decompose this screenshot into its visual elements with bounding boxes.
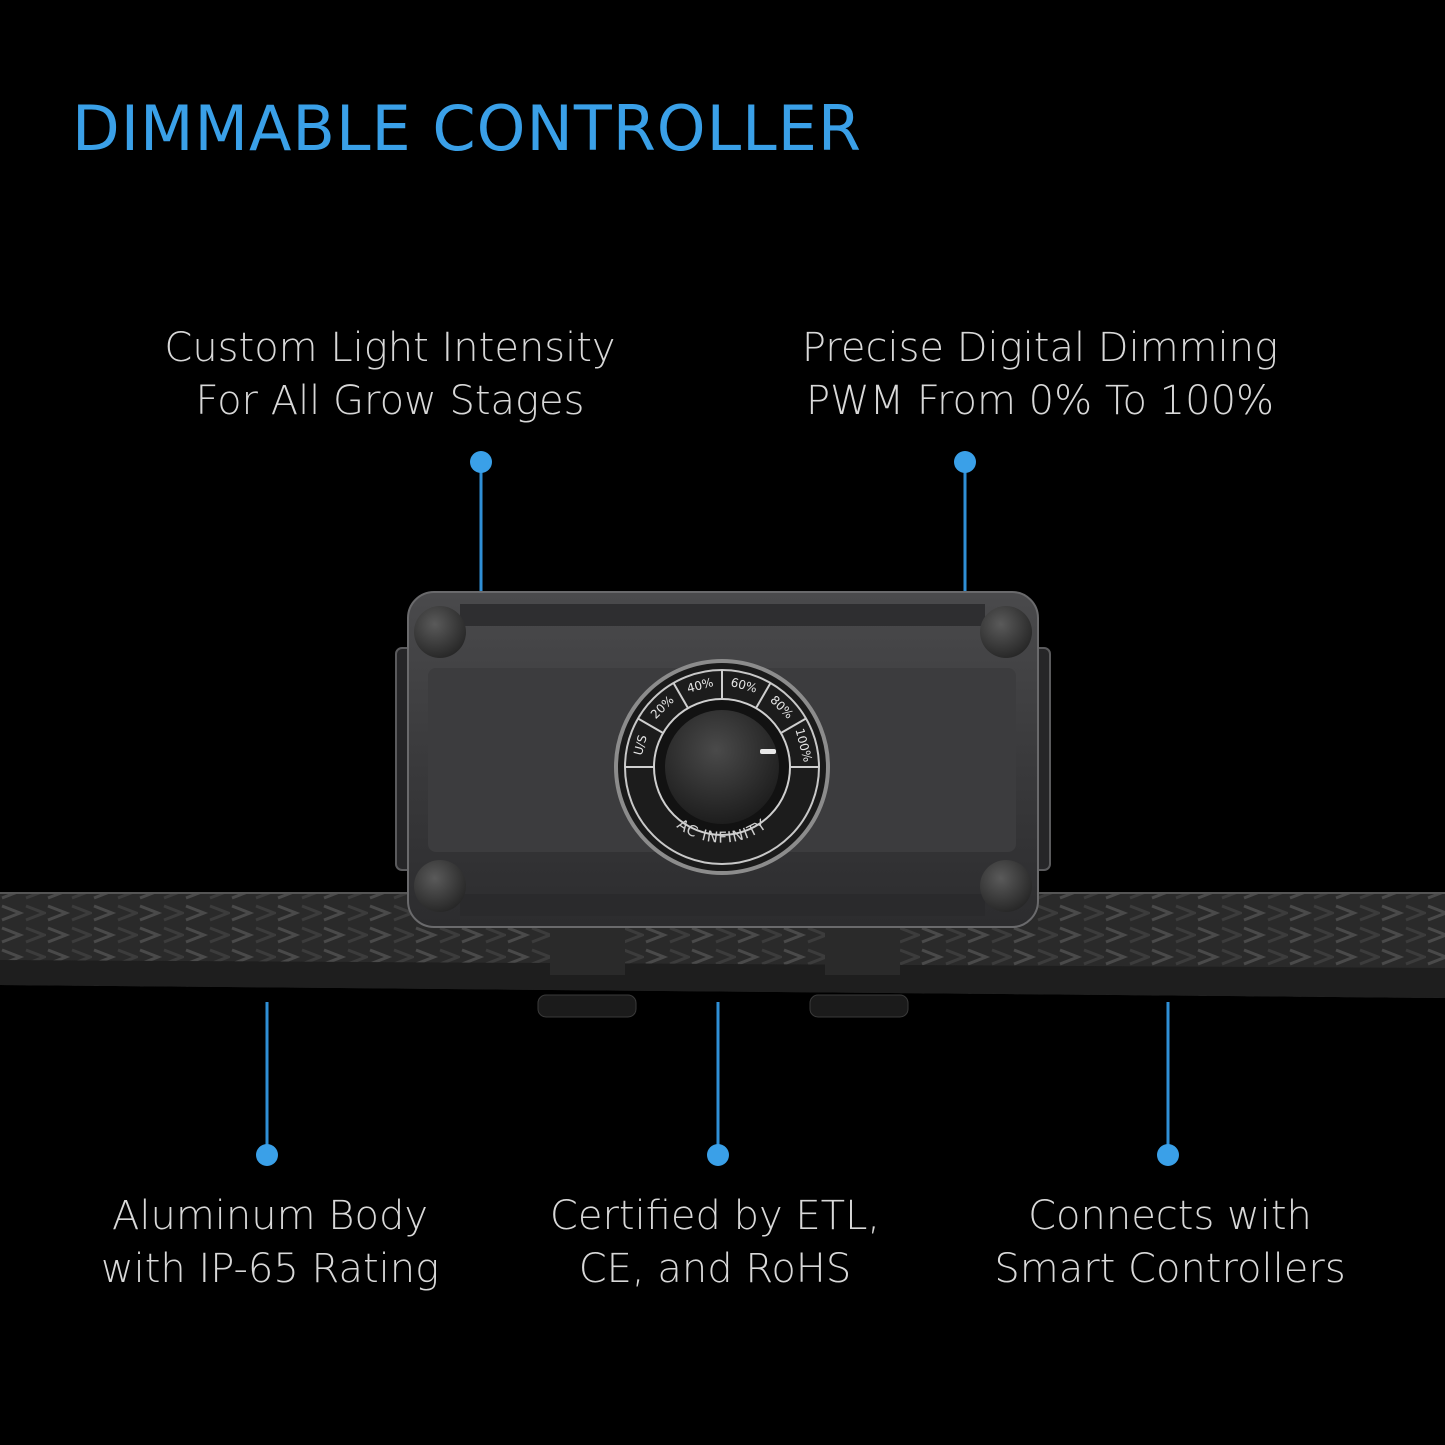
callout-certifications: Certified by ETL, CE, and RoHS <box>500 1190 930 1296</box>
callout-digital-dimming: Precise Digital Dimming PWM From 0% To 1… <box>780 322 1300 428</box>
screw-icon <box>980 606 1032 658</box>
callout-line: Custom Light Intensity <box>164 325 616 371</box>
callout-line: CE, and RoHS <box>578 1246 852 1292</box>
dimmer-knob-icon <box>665 710 779 824</box>
callout-line: Connects with <box>1028 1193 1312 1239</box>
dial-tick <box>637 717 664 734</box>
callout-dot-icon <box>954 451 976 473</box>
callout-line: with IP-65 Rating <box>100 1246 440 1292</box>
callout-smart-controllers: Connects with Smart Controllers <box>960 1190 1380 1296</box>
callout-light-intensity: Custom Light Intensity For All Grow Stag… <box>140 322 640 428</box>
dial-scale-label: 60% <box>729 675 758 695</box>
knob-indicator <box>760 749 776 754</box>
dial-scale-label: U/S <box>631 733 650 756</box>
callout-dot-icon <box>470 451 492 473</box>
screw-icon <box>414 606 466 658</box>
callout-line: Smart Controllers <box>994 1246 1346 1292</box>
callout-dot-icon <box>256 1144 278 1166</box>
callout-connectors <box>256 451 1179 1166</box>
screw-icon <box>414 860 466 912</box>
callout-line: PWM From 0% To 100% <box>805 378 1275 424</box>
callout-dot-icon <box>1157 1144 1179 1166</box>
dial-tick <box>672 682 689 709</box>
dial-tick <box>780 717 807 734</box>
page-title: DIMMABLE CONTROLLER <box>72 92 862 165</box>
dial-tick <box>755 682 772 709</box>
mounting-bar <box>0 892 1445 998</box>
callout-dot-icon <box>707 1144 729 1166</box>
screw-icon <box>980 860 1032 912</box>
dimmer-dial[interactable]: U/S20%40%60%80%100% AC INFINITY <box>614 659 830 875</box>
callout-line: Certified by ETL, <box>549 1193 881 1239</box>
callout-line: For All Grow Stages <box>195 378 585 424</box>
callout-line: Aluminum Body <box>111 1193 428 1239</box>
callout-aluminum-body: Aluminum Body with IP-65 Rating <box>60 1190 480 1296</box>
callout-line: Precise Digital Dimming <box>801 325 1279 371</box>
dial-scale-label: 40% <box>685 675 714 695</box>
